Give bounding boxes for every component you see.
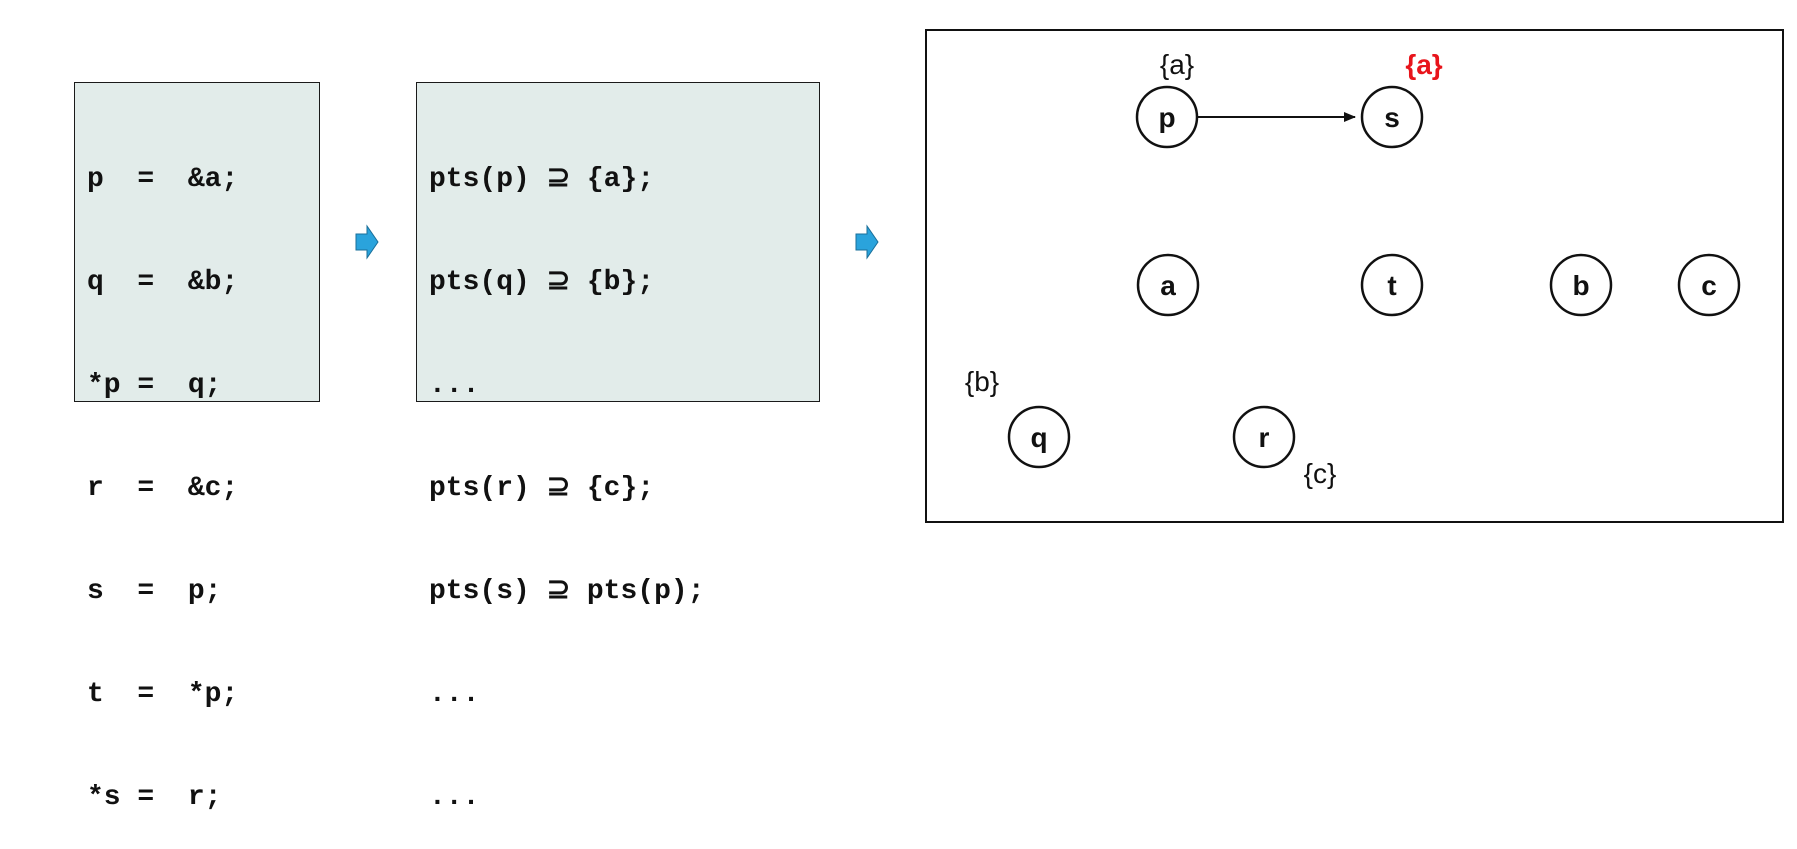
program-line: t = *p; bbox=[87, 679, 239, 710]
node-q: q bbox=[1007, 405, 1071, 469]
program-line: s = p; bbox=[87, 576, 222, 607]
set-label-r: {c} bbox=[1304, 458, 1337, 489]
node-r: r bbox=[1232, 405, 1296, 469]
constraint-line: ... bbox=[429, 679, 480, 710]
program-code-box: p = &a; q = &b; *p = q; r = &c; s = p; t… bbox=[74, 82, 320, 813]
node-label: q bbox=[1030, 422, 1047, 453]
program-line: *s = r; bbox=[87, 782, 222, 813]
node-a: a bbox=[1136, 253, 1200, 317]
constraint-line: pts(p) ⊇ {a}; bbox=[429, 164, 655, 195]
constraint-line: pts(q) ⊇ {b}; bbox=[429, 267, 655, 298]
node-label: a bbox=[1160, 270, 1176, 301]
constraint-line: ... bbox=[429, 370, 480, 401]
constraint-graph: {a} {a} {b} {c} p s a t b c bbox=[965, 49, 1741, 489]
program-line: p = &a; bbox=[87, 164, 239, 195]
node-b: b bbox=[1549, 253, 1613, 317]
program-line: q = &b; bbox=[87, 267, 239, 298]
constraint-line: ... bbox=[429, 782, 480, 813]
node-label: p bbox=[1158, 102, 1175, 133]
node-t: t bbox=[1360, 253, 1424, 317]
right-arrow-icon bbox=[355, 224, 379, 260]
constraint-line: pts(s) ⊇ pts(p); bbox=[429, 576, 705, 607]
node-label: b bbox=[1572, 270, 1589, 301]
node-label: t bbox=[1387, 270, 1396, 301]
node-label: c bbox=[1701, 270, 1717, 301]
constraints-code-box: pts(p) ⊇ {a}; pts(q) ⊇ {b}; ... pts(r) ⊇… bbox=[416, 82, 820, 813]
set-label-p: {a} bbox=[1160, 49, 1194, 80]
node-p: p bbox=[1135, 85, 1199, 149]
node-label: s bbox=[1384, 102, 1400, 133]
program-line: r = &c; bbox=[87, 473, 239, 504]
node-label: r bbox=[1259, 422, 1270, 453]
set-label-s-new: {a} bbox=[1405, 49, 1442, 80]
node-c: c bbox=[1677, 253, 1741, 317]
constraint-graph-panel: {a} {a} {b} {c} p s a t b c bbox=[925, 29, 1784, 523]
constraint-line: pts(r) ⊇ {c}; bbox=[429, 473, 655, 504]
program-line: *p = q; bbox=[87, 370, 222, 401]
set-label-q: {b} bbox=[965, 366, 999, 397]
node-s: s bbox=[1360, 85, 1424, 149]
right-arrow-icon bbox=[855, 224, 879, 260]
